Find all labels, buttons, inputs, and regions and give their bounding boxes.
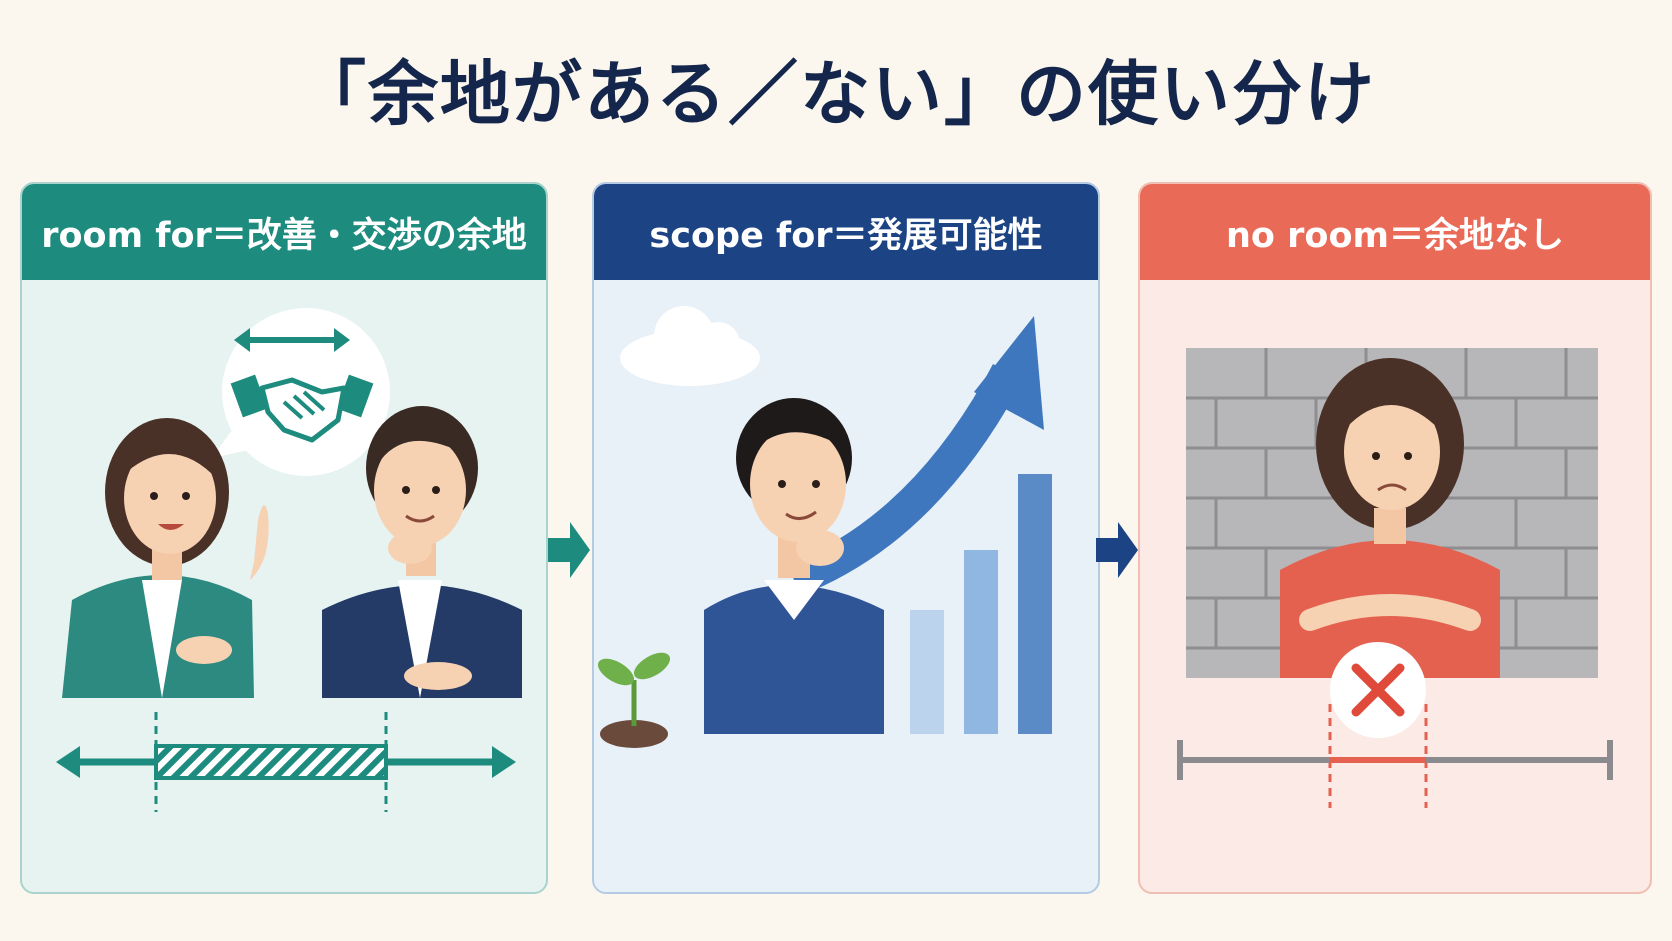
cloud-icon (620, 306, 760, 386)
cross-icon (1330, 642, 1426, 738)
growth-bar-chart (910, 474, 1052, 734)
panel-room-for: room for＝改善・交渉の余地 (20, 182, 548, 894)
scope-for-illustration (597, 306, 1052, 748)
sprout-icon (597, 652, 671, 748)
room-range-bar (56, 712, 516, 812)
panel-header-scope-for: scope for＝発展可能性 (594, 184, 1098, 280)
no-range-line (1177, 704, 1613, 808)
panel-header-no-room: no room＝余地なし (1140, 184, 1650, 280)
room-for-illustration (56, 308, 522, 812)
page-title: 「余地がある／ない」の使い分け (296, 53, 1376, 135)
man-figure (322, 406, 522, 698)
woman-figure (62, 418, 269, 698)
flow-arrow-1 (548, 522, 590, 578)
panel-scope-for: scope for＝発展可能性 (592, 182, 1100, 894)
no-room-illustration (1177, 348, 1613, 808)
thinking-man-figure (704, 398, 884, 734)
handshake-icon (230, 374, 374, 443)
panel-header-room-for: room for＝改善・交渉の余地 (22, 184, 546, 280)
flow-arrow-2 (1096, 522, 1138, 578)
panel-no-room: no room＝余地なし (1138, 182, 1652, 894)
troubled-woman-figure (1280, 358, 1500, 678)
